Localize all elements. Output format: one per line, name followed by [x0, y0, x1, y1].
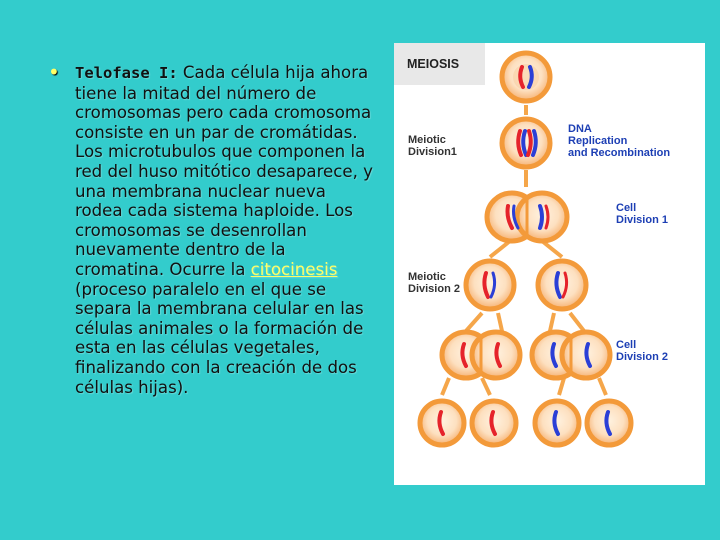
arrow: [440, 377, 451, 396]
arrow: [464, 311, 484, 333]
label-line: Division 2: [408, 283, 460, 295]
figure-title-box: MEIOSIS: [394, 43, 485, 85]
label-cell-division-1: Cell Division 1: [616, 202, 668, 226]
label-cell-division-2: Cell Division 2: [616, 339, 668, 363]
label-line: Meiotic: [408, 271, 446, 283]
label-line: Division1: [408, 146, 457, 158]
label-meiotic-division-2: Meiotic Division 2: [408, 271, 460, 295]
cell-division-1-pair: [484, 190, 570, 244]
term-telofase: Telofase I:: [75, 64, 178, 82]
daughter-cell-right: [535, 258, 589, 312]
cell-replicated: [499, 116, 553, 170]
gamete-cell-2: [469, 398, 519, 448]
body-text-part2: (proceso paralelo en el que se separa la…: [75, 279, 364, 397]
arrow: [488, 239, 512, 259]
arrow: [548, 312, 556, 332]
label-line: Cell: [616, 202, 637, 214]
label-line: Replication: [568, 135, 628, 147]
cell-parent: [499, 50, 553, 104]
gamete-cell-1: [417, 398, 467, 448]
label-line: Division 1: [616, 214, 668, 226]
body-text: Telofase I: Cada célula hija ahora tiene…: [75, 63, 375, 397]
flow-arrows: [440, 105, 608, 396]
bullet-icon: •: [48, 60, 60, 84]
gamete-cell-4: [584, 398, 634, 448]
label-dna-replication: DNA Replication and Recombination: [568, 123, 670, 159]
label-line: Cell: [616, 339, 637, 351]
arrow: [597, 377, 608, 396]
body-text-part1: Cada célula hija ahora tiene la mitad de…: [75, 63, 373, 279]
label-line: and Recombination: [568, 147, 671, 159]
arrow: [480, 377, 492, 396]
meiosis-diagram: [417, 50, 634, 448]
label-line: Division 2: [616, 351, 668, 363]
arrow: [568, 311, 586, 333]
cell-division-2-pair-left: [439, 329, 523, 381]
arrow: [557, 377, 566, 396]
arrow: [496, 312, 504, 332]
label-meiotic-division-1: Meiotic Division1: [408, 134, 457, 158]
meiosis-figure: MEIOSIS Meiotic Division1 DNA Replicatio…: [394, 43, 705, 485]
label-line: Meiotic: [408, 134, 446, 146]
daughter-cell-left: [463, 258, 517, 312]
cell-division-2-pair-right: [529, 329, 613, 381]
label-line: DNA: [568, 123, 592, 135]
gamete-cell-3: [532, 398, 582, 448]
citocinesis-link[interactable]: citocinesis: [250, 259, 338, 279]
figure-title: MEIOSIS: [407, 57, 460, 71]
arrow: [540, 239, 564, 259]
